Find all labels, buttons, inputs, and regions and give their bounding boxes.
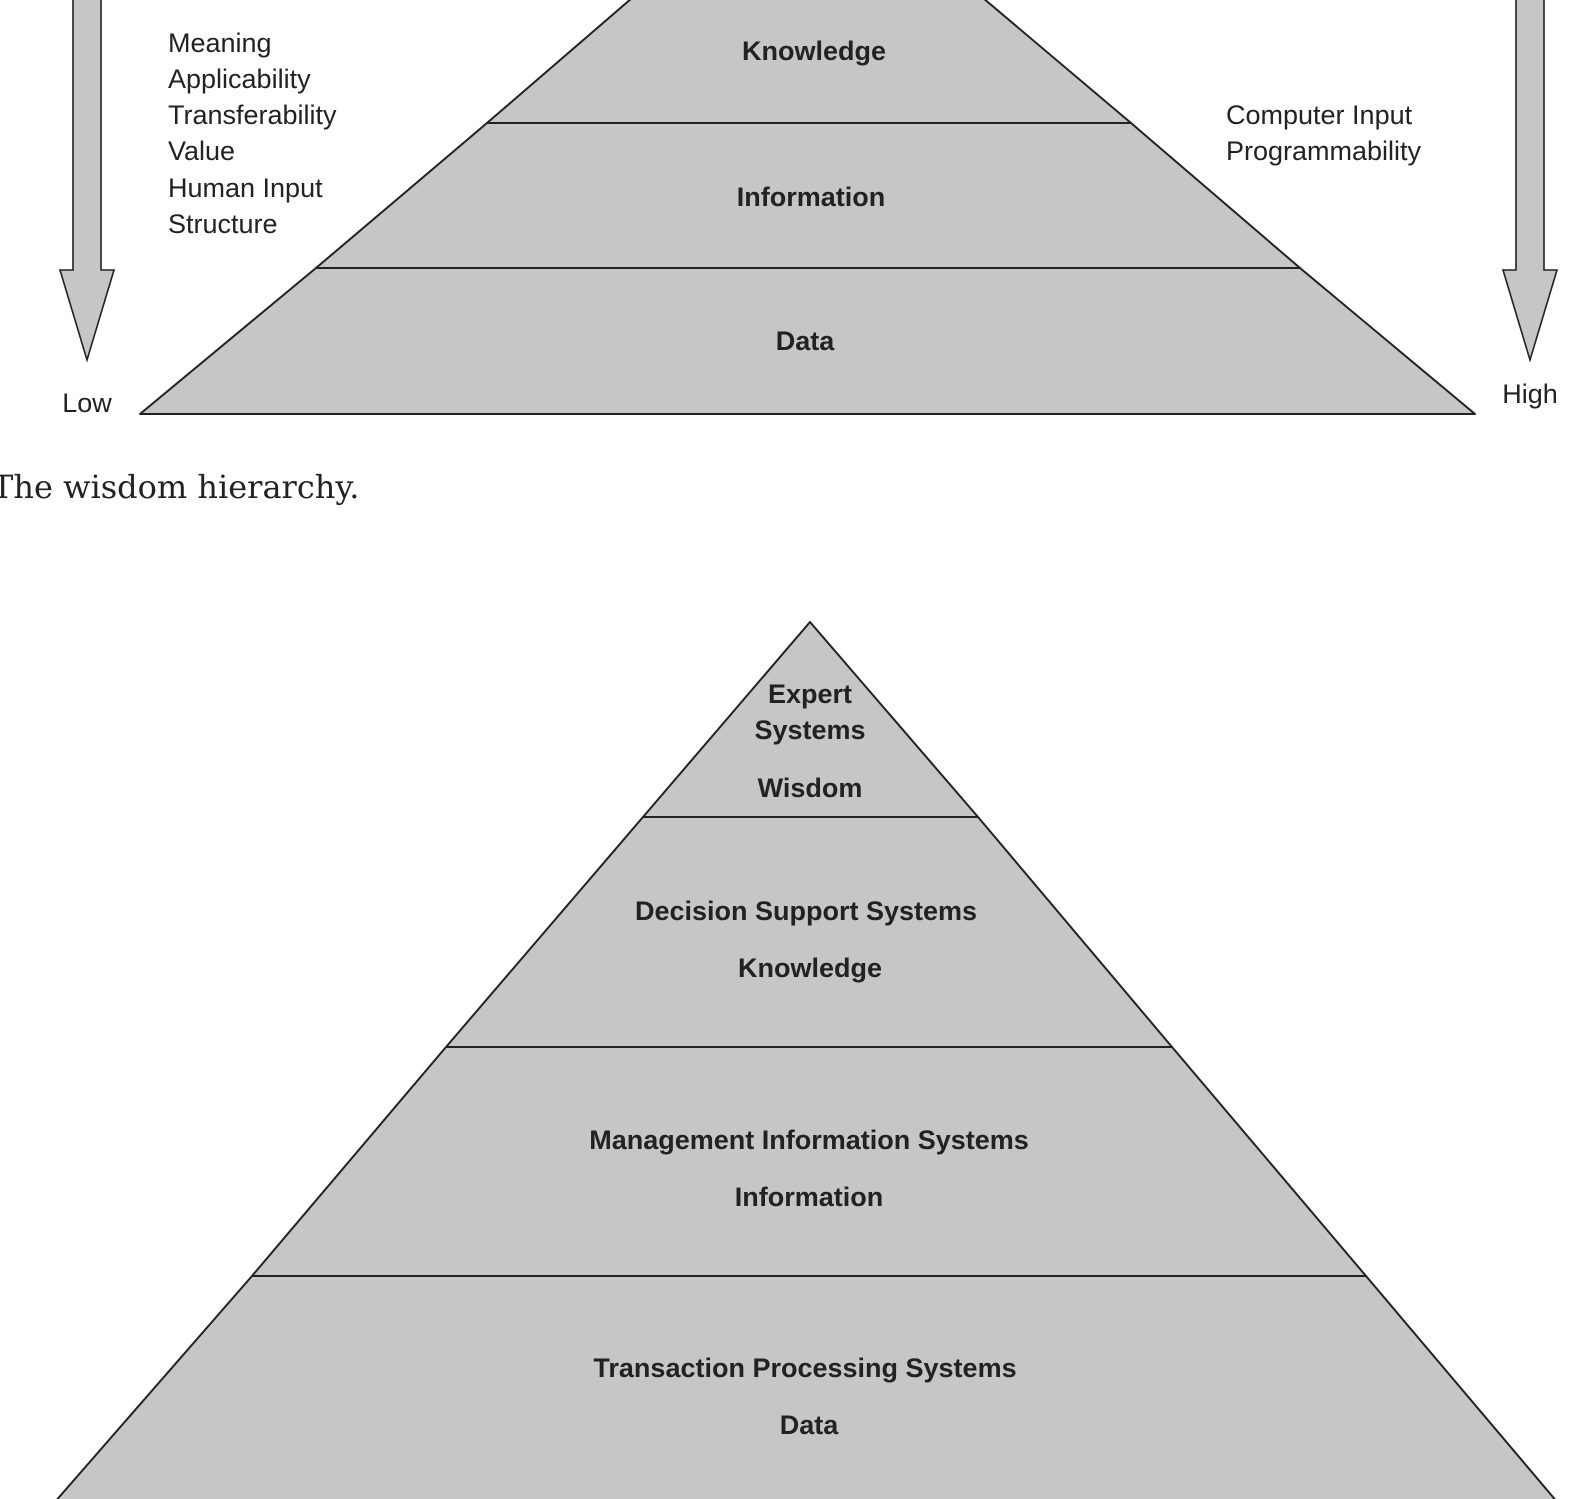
right-property-computer-input: Computer Input bbox=[1226, 100, 1413, 130]
top-tier-data bbox=[139, 267, 1476, 415]
left-property-human-input: Human Input bbox=[168, 173, 323, 203]
figure-caption: The wisdom hierarchy. bbox=[0, 468, 359, 506]
top-pyramid: Knowledge Information Data bbox=[139, 0, 1476, 415]
bottom-tier-3-level: Information bbox=[735, 1182, 884, 1212]
left-axis-end-label: Low bbox=[62, 388, 112, 418]
right-axis-end-label: High bbox=[1502, 379, 1558, 409]
top-tier-information-label: Information bbox=[737, 182, 886, 212]
bottom-tier-2-level: Knowledge bbox=[738, 953, 882, 983]
right-down-arrow-icon bbox=[1501, 0, 1559, 363]
bottom-tier-1-level: Wisdom bbox=[758, 773, 863, 803]
bottom-tier-1-system-line-1: Expert bbox=[768, 679, 852, 709]
bottom-tier-management-information bbox=[251, 1046, 1367, 1277]
right-axis-properties: Computer Input Programmability bbox=[1226, 100, 1422, 166]
bottom-tier-transaction-processing bbox=[56, 1275, 1556, 1499]
top-tier-data-label: Data bbox=[776, 326, 836, 356]
bottom-tier-1-system-line-2: Systems bbox=[754, 715, 865, 745]
left-property-meaning: Meaning bbox=[168, 28, 272, 58]
bottom-tier-4-level: Data bbox=[780, 1410, 840, 1440]
left-axis: Meaning Applicability Transferability Va… bbox=[58, 0, 337, 418]
bottom-tier-decision-support bbox=[445, 816, 1173, 1048]
left-property-value: Value bbox=[168, 136, 235, 166]
left-axis-properties: Meaning Applicability Transferability Va… bbox=[168, 28, 337, 239]
right-axis: Computer Input Programmability High bbox=[1226, 0, 1559, 409]
bottom-tier-3-system: Management Information Systems bbox=[589, 1125, 1029, 1155]
bottom-tier-4-system: Transaction Processing Systems bbox=[593, 1353, 1016, 1383]
right-property-programmability: Programmability bbox=[1226, 136, 1422, 166]
bottom-pyramid: Expert Systems Wisdom Decision Support S… bbox=[56, 621, 1556, 1499]
left-down-arrow-icon bbox=[58, 0, 116, 363]
bottom-tier-2-system: Decision Support Systems bbox=[635, 896, 977, 926]
left-property-structure: Structure bbox=[168, 209, 278, 239]
top-tier-knowledge-label: Knowledge bbox=[742, 36, 886, 66]
left-property-applicability: Applicability bbox=[168, 64, 311, 94]
left-property-transferability: Transferability bbox=[168, 100, 337, 130]
